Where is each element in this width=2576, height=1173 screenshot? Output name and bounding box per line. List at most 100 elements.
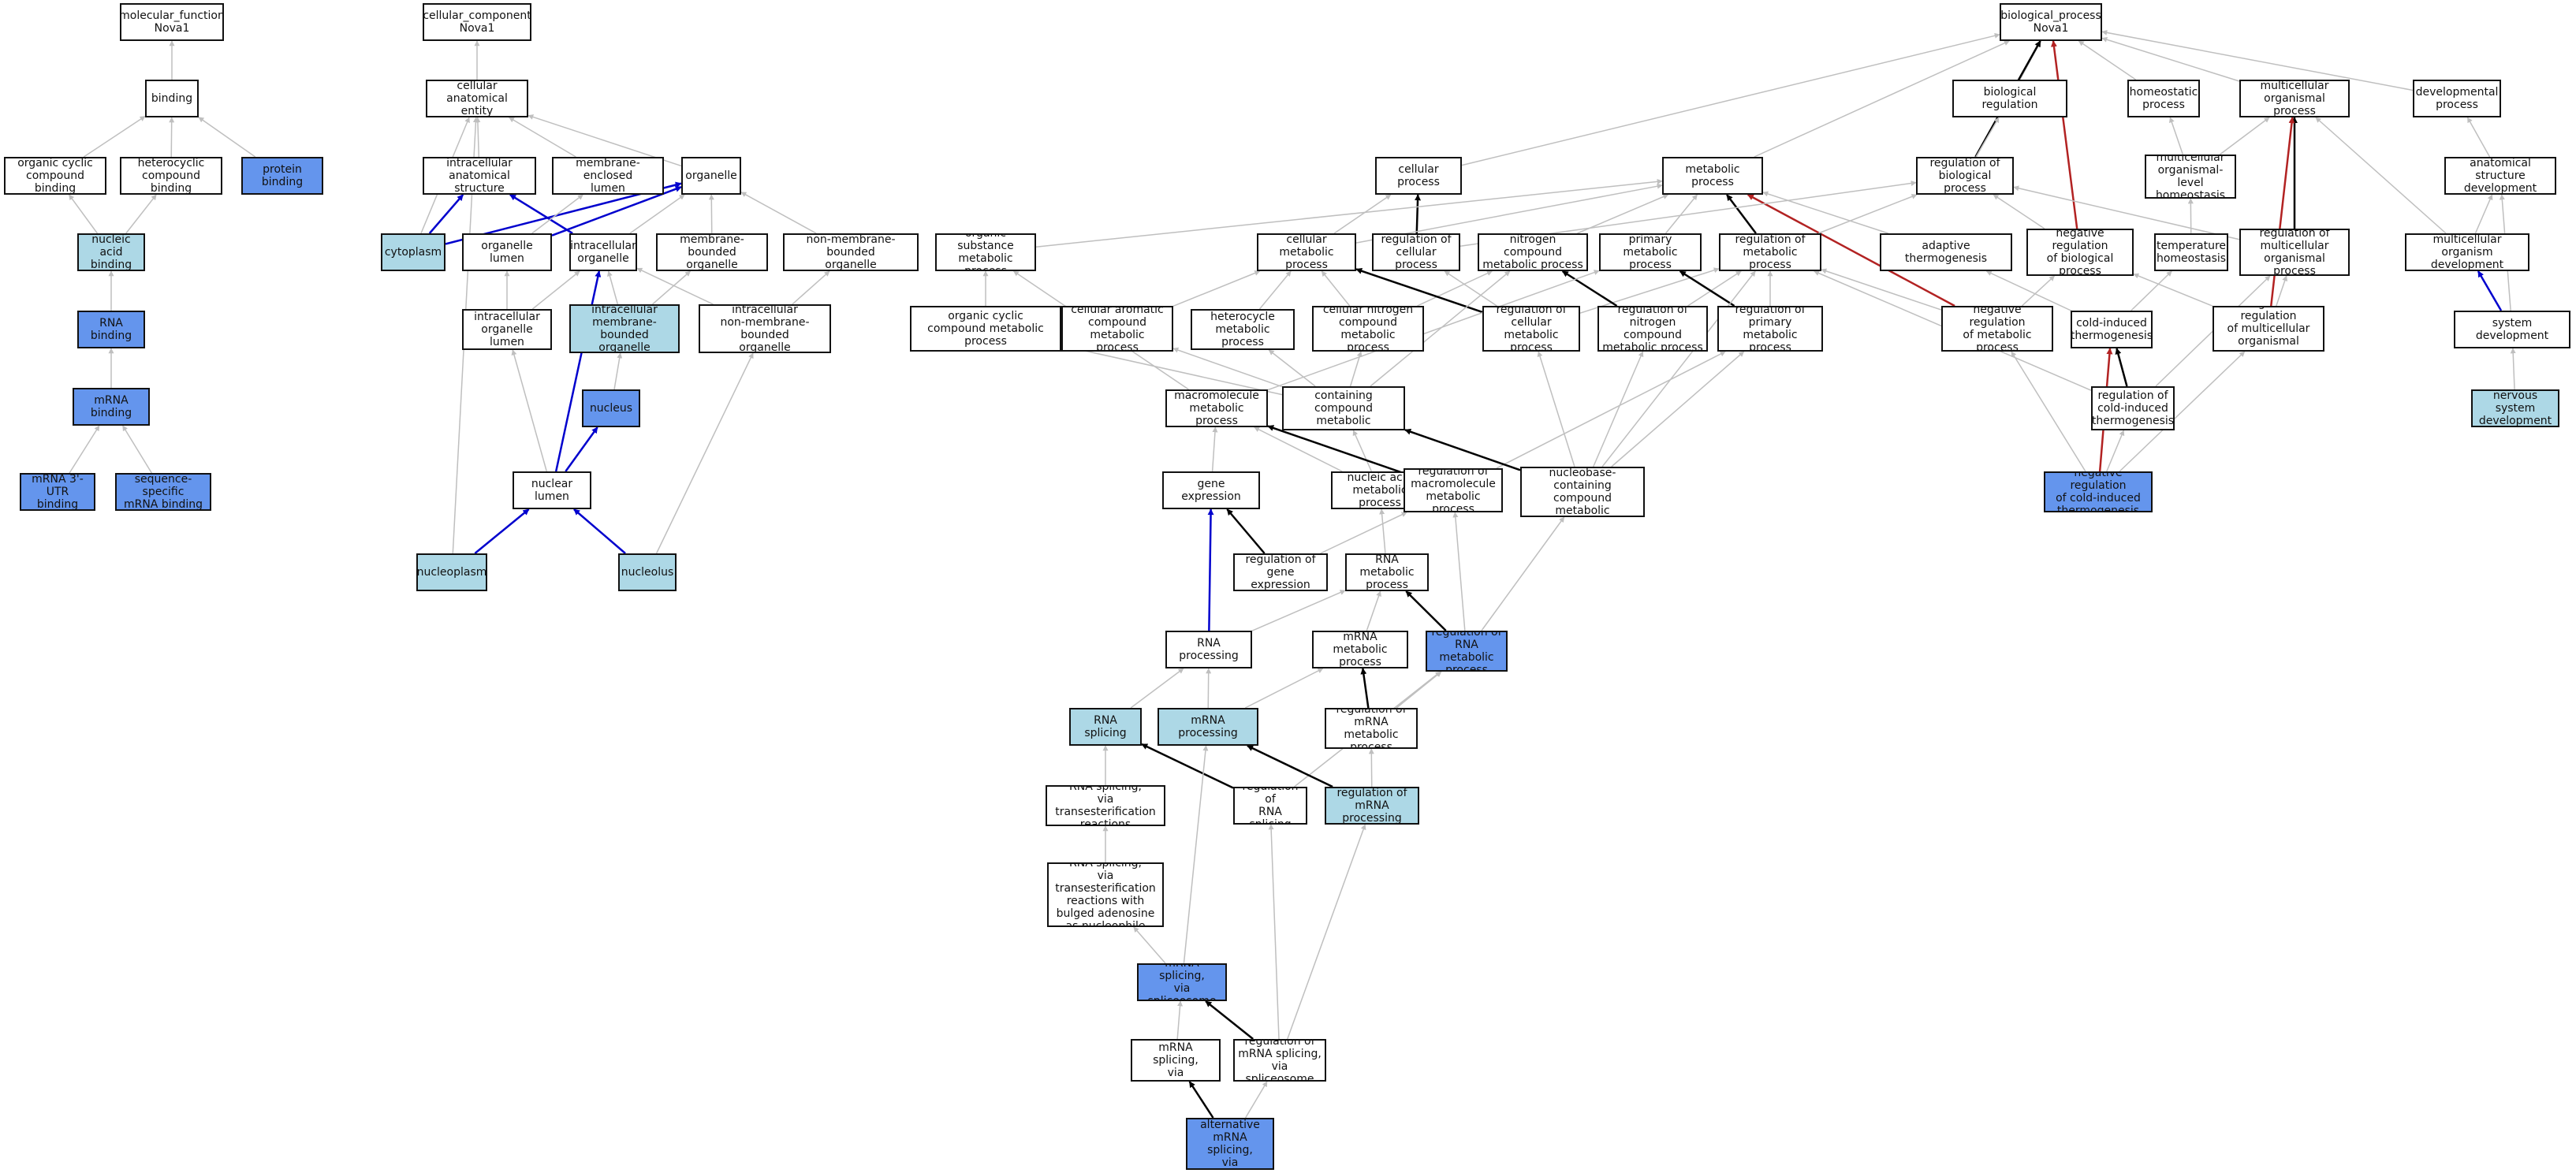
go-term-negcit: negative regulation of cold-induced ther… bbox=[2044, 471, 2153, 512]
go-term-cae: cellular anatomical entity bbox=[426, 80, 528, 117]
go-term-cc: cellular_component Nova1 bbox=[423, 3, 531, 41]
edge-regpmp-to-pmp bbox=[1679, 270, 1735, 307]
go-term-nuclum: nuclear lumen bbox=[513, 471, 591, 509]
edge-regrnamp-to-rnamp bbox=[1405, 590, 1447, 631]
go-term-multi: multicellular organismal process bbox=[2239, 80, 2350, 117]
edge-mrnamp-to-rnamp bbox=[1366, 590, 1381, 631]
edge-cmp-to-cellp bbox=[1333, 194, 1392, 234]
go-term-ncmp: nitrogen compound metabolic process bbox=[1478, 233, 1588, 271]
edge-regcp-to-cellp bbox=[1415, 194, 1422, 234]
edge-cncmp-to-ncmp bbox=[1417, 270, 1493, 307]
go-term-ssmb: sequence-specific mRNA binding bbox=[115, 473, 211, 511]
go-term-regmmp: regulation of macromolecule metabolic pr… bbox=[1404, 468, 1503, 512]
edge-regmop-to-regbio bbox=[2013, 185, 2240, 240]
edge-reggenex-to-genex bbox=[1226, 508, 1266, 554]
edge-nmbo-to-org bbox=[740, 192, 817, 234]
go-term-regbio: regulation of biological process bbox=[1916, 157, 2014, 195]
go-term-asd: anatomical structure development bbox=[2444, 157, 2556, 195]
go-term-regaltsplice: regulation of alternative mRNA splicing,… bbox=[1186, 1118, 1274, 1170]
edge-sysdev-to-mod bbox=[2477, 270, 2503, 311]
edge-regmp-to-metp bbox=[1726, 194, 1757, 234]
edge-asd-to-devp bbox=[2466, 117, 2491, 158]
edge-negmp-to-negbio bbox=[2021, 275, 2056, 307]
edge-regncmp-to-ncmp bbox=[1561, 270, 1618, 307]
go-term-negmop: negative regulation of multicellular org… bbox=[2213, 306, 2324, 352]
edge-regrnamp-to-regmmp bbox=[1452, 512, 1466, 631]
go-term-osmp: organic substance metabolic process bbox=[935, 233, 1036, 271]
edge-nbcmp-to-cacmp bbox=[1172, 347, 1283, 388]
go-term-regmp: regulation of metabolic process bbox=[1719, 233, 1821, 271]
edge-cacmp-to-cmp bbox=[1172, 270, 1261, 307]
edge-rnaproc-to-genex bbox=[1207, 508, 1214, 631]
go-term-mrnaproc: mRNA processing bbox=[1158, 708, 1258, 746]
edge-regcmp-to-regcp bbox=[1444, 270, 1497, 307]
go-term-mrnab: mRNA binding bbox=[73, 388, 150, 426]
edge-regmmp-to-mmp bbox=[1267, 425, 1404, 475]
edge-regcmp-to-cmp bbox=[1355, 267, 1483, 314]
edge-nucleolus-to-inmbo bbox=[655, 352, 754, 554]
edge-imbo-to-mbo bbox=[651, 270, 692, 305]
go-term-rnabulged: RNA splicing, via transesterification re… bbox=[1047, 862, 1164, 927]
go-term-occmp: organic cyclic compound metabolic proces… bbox=[910, 306, 1061, 352]
edge-mrnasplice-to-mrnaproc bbox=[1183, 745, 1209, 964]
go-term-intorg: intracellular organelle bbox=[569, 233, 637, 271]
edge-regmp-to-regbio bbox=[1817, 194, 1918, 234]
edge-imbo-to-intorg bbox=[606, 270, 619, 305]
edge-cyto-to-ias bbox=[428, 194, 464, 234]
edge-nuclum-to-iol bbox=[511, 349, 548, 472]
go-term-inmbo: intracellular non-membrane-bounded organ… bbox=[699, 304, 831, 353]
edge-utr-to-mrnab bbox=[69, 425, 100, 474]
edge-molh-to-homeo bbox=[2168, 117, 2184, 155]
edge-negcit-to-regcit bbox=[2106, 430, 2125, 472]
edge-cit-to-temph bbox=[2131, 270, 2172, 311]
edge-iol-to-intorg bbox=[531, 270, 580, 310]
edge-nucleolus-to-nuclum bbox=[573, 508, 626, 554]
go-term-rnasplice: RNA splicing bbox=[1069, 708, 1142, 746]
edge-hcb-to-binding bbox=[169, 117, 175, 158]
go-term-regpmp: regulation of primary metabolic process bbox=[1717, 306, 1823, 352]
edge-occb-to-binding bbox=[83, 115, 146, 158]
go-term-nmbo: non-membrane-bounded organelle bbox=[783, 233, 919, 271]
edge-molh-to-multi bbox=[2219, 117, 2270, 155]
edge-rnamp-to-namp bbox=[1379, 508, 1386, 554]
go-term-nucleus: nucleus bbox=[582, 389, 640, 427]
go-term-hcb: heterocyclic compound binding bbox=[120, 157, 222, 195]
edge-nbcmp-to-cncmp bbox=[1349, 351, 1363, 387]
go-term-regmrnasplice: regulation of mRNA splicing, via spliceo… bbox=[1233, 1039, 1326, 1082]
go-term-rnamp: RNA metabolic process bbox=[1345, 553, 1429, 591]
edge-namp-to-mmp bbox=[1254, 426, 1343, 472]
go-term-mel: membrane-enclosed lumen bbox=[552, 157, 664, 195]
go-term-regcmp: regulation of cellular metabolic process bbox=[1482, 306, 1580, 352]
go-term-mrnasplice: mRNA splicing, via spliceosome bbox=[1137, 963, 1227, 1001]
go-term-rnaproc: RNA processing bbox=[1165, 631, 1252, 668]
go-term-temph: temperature homeostasis bbox=[2154, 233, 2228, 271]
go-term-regnbcmp: regulation of nucleobase-containing comp… bbox=[1520, 467, 1645, 517]
edge-nab-to-hcb bbox=[125, 194, 157, 234]
go-term-mmp: macromolecule metabolic process bbox=[1165, 389, 1268, 427]
edge-regmrnamp-to-mrnamp bbox=[1360, 668, 1370, 709]
go-term-negmp: negative regulation of metabolic process bbox=[1941, 306, 2053, 352]
go-term-utr: mRNA 3'-UTR binding bbox=[20, 473, 95, 511]
edge-cncmp-to-cmp bbox=[1321, 270, 1351, 307]
edge-regmrnasplice-to-regrnasplice bbox=[1268, 824, 1280, 1040]
edge-negmop-to-regmop bbox=[2276, 275, 2288, 307]
edge-adth-to-metp bbox=[1762, 191, 1888, 234]
edge-regcit-to-cit bbox=[2115, 348, 2128, 387]
edge-mod-to-asd bbox=[2474, 194, 2493, 234]
edge-regncmp-to-regmp bbox=[1687, 270, 1742, 307]
edge-regnbcmp-to-nbcmp bbox=[1404, 428, 1521, 471]
go-term-orglum: organelle lumen bbox=[462, 233, 552, 271]
edge-regnbcmp-to-regmp bbox=[1601, 270, 1756, 467]
edge-nucleus-to-imbo bbox=[613, 352, 623, 390]
edge-orglum-to-org bbox=[551, 186, 682, 236]
edge-mel-to-cae bbox=[509, 117, 576, 158]
edge-negcit-to-negmop bbox=[2119, 351, 2246, 472]
edge-regaltsplice-to-regmrnasplice bbox=[1244, 1081, 1268, 1119]
go-term-rnab: RNA binding bbox=[77, 311, 145, 348]
go-term-regcp: regulation of cellular process bbox=[1372, 233, 1460, 271]
go-term-nucleolus: nucleolus bbox=[618, 553, 677, 591]
go-term-occb: organic cyclic compound binding bbox=[4, 157, 106, 195]
go-term-ias: intracellular anatomical structure bbox=[423, 157, 536, 195]
